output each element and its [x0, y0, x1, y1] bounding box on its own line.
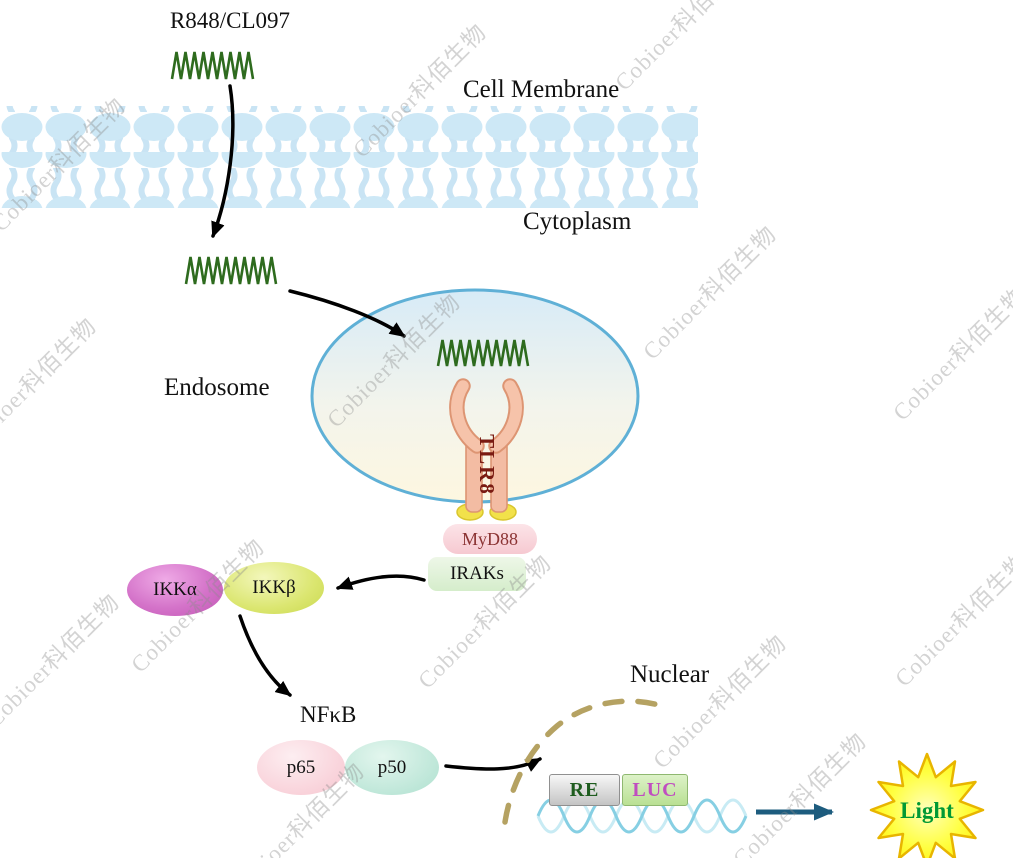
- cytoplasm-label: Cytoplasm: [523, 208, 632, 235]
- p50-text: p50: [377, 756, 407, 778]
- ikk-alpha-node: IKKα: [127, 564, 223, 616]
- iraks-text: IRAKs: [450, 563, 504, 584]
- arrow-nfkb-to-nucleus: [444, 757, 542, 772]
- cell-membrane-label: Cell Membrane: [463, 76, 620, 103]
- endosome-label: Endosome: [164, 374, 270, 401]
- arrow-ligand-entry: [211, 84, 235, 238]
- p65-text: p65: [286, 756, 316, 778]
- ikk-beta-node: IKKβ: [224, 562, 324, 614]
- arrow-to-endosome: [288, 289, 406, 338]
- re-text: RE: [569, 778, 600, 801]
- p50-node: p50: [345, 740, 439, 795]
- nuclear-label: Nuclear: [630, 661, 710, 688]
- ligand-zigzag-extracellular: [170, 51, 255, 80]
- ligand-zigzag-cytoplasm: [184, 256, 278, 285]
- luc-text: LUC: [632, 778, 678, 801]
- light-label: Light: [900, 798, 954, 823]
- response-element-box: RE: [549, 774, 620, 806]
- arrow-ikk-to-nfkb: [238, 614, 292, 697]
- ikk-beta-text: IKKβ: [252, 577, 296, 598]
- myd88-text: MyD88: [461, 528, 518, 549]
- tlr8-receptor: [449, 378, 524, 521]
- p65-node: p65: [257, 740, 345, 795]
- luciferase-box: LUC: [622, 774, 688, 806]
- arrow-iraks-to-ikk: [336, 574, 426, 590]
- tlr8-label: TLR8: [475, 434, 499, 496]
- nfkb-label: NFκB: [300, 702, 357, 727]
- signal-arrows: [211, 84, 542, 772]
- ikk-alpha-text: IKKα: [153, 579, 197, 600]
- nuclear-envelope-dashes: [502, 698, 665, 825]
- ligand-zigzag-endosome: [436, 339, 530, 367]
- ligand-label: R848/CL097: [169, 8, 291, 33]
- cell-membrane-bilayer: [0, 106, 698, 208]
- iraks-node: IRAKs: [428, 557, 526, 591]
- myd88-node: MyD88: [443, 524, 537, 554]
- light-starburst: [869, 752, 985, 858]
